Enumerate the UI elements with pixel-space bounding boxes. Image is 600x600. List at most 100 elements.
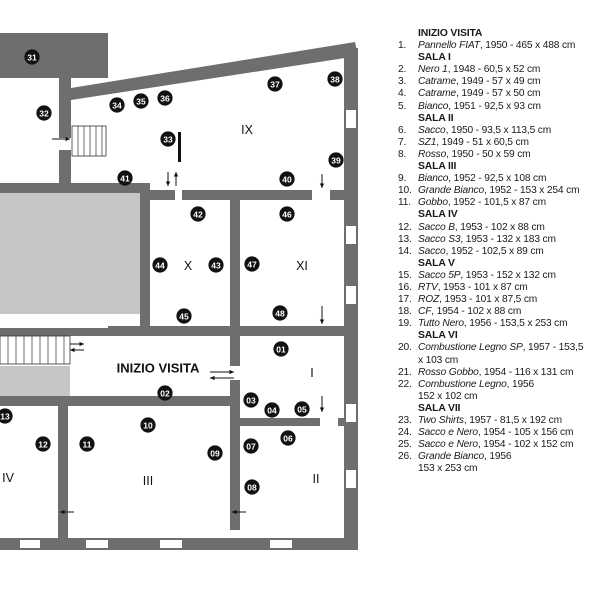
map-marker-number: 10 [143, 421, 153, 431]
legend-section-title: SALA I [418, 52, 451, 64]
map-marker: 33 [160, 131, 176, 147]
legend-item-details: , 1957 - 81,5 x 192 cm [463, 415, 562, 426]
legend-item-number: 3. [398, 76, 407, 88]
room-label-ix: IX [241, 123, 253, 137]
legend-item-title: Nero 1 [418, 64, 448, 76]
direction-arrow [210, 369, 234, 375]
legend-item-title: Pannello FIAT [418, 40, 480, 52]
direction-arrow [319, 396, 325, 412]
legend-item: 8.Rosso, 1950 - 50 x 59 cm [398, 149, 598, 161]
legend-item: 23.Two Shirts, 1957 - 81,5 x 192 cm [398, 415, 598, 427]
map-marker-number: 33 [163, 135, 173, 145]
staircase-bottom [0, 335, 71, 365]
map-marker: 40 [279, 171, 295, 187]
map-marker-number: 42 [193, 210, 203, 220]
legend-item-number: 2. [398, 64, 407, 76]
map-marker: 31 [24, 49, 40, 65]
legend-item: 15.Sacco 5P, 1953 - 152 x 132 cm [398, 270, 598, 282]
display-wall [178, 132, 181, 162]
map-marker-number: 01 [276, 345, 286, 355]
legend-section-title: SALA V [418, 257, 455, 269]
map-marker: 37 [267, 76, 283, 92]
legend-item-number: 8. [398, 148, 407, 160]
legend-item: 19.Tutto Nero, 1956 - 153,5 x 253 cm [398, 318, 598, 330]
legend-item: 24.Sacco e Nero, 1954 - 105 x 156 cm [398, 427, 598, 439]
map-marker: 39 [328, 152, 344, 168]
legend-item-title: Bianco [418, 173, 449, 185]
map-marker-number: 06 [283, 434, 293, 444]
legend-item-number: 16. [398, 281, 412, 293]
map-marker: 05 [294, 401, 310, 417]
direction-arrow [232, 509, 246, 515]
legend-item-title: Grande Bianco [418, 185, 485, 197]
map-marker-number: 35 [136, 97, 146, 107]
legend-item-title: Catrame [418, 88, 457, 100]
map-marker: 38 [327, 71, 343, 87]
legend-item-details: , 1953 - 132 x 183 cm [460, 233, 556, 245]
legend-item-number: 5. [398, 100, 407, 112]
legend-item-details: , 1954 - 102 x 88 cm [431, 306, 522, 318]
legend-item-number: 13. [398, 233, 412, 245]
map-marker-number: 38 [330, 75, 340, 85]
staircase-top [71, 125, 107, 157]
map-marker-number: 37 [270, 80, 280, 90]
legend-item-details: , 1956 - 153,5 x 253 cm [463, 318, 568, 330]
legend-item: 5.Bianco, 1951 - 92,5 x 93 cm [398, 101, 598, 113]
floor-plan: IX X XI I IV III II INIZIO VISITA 313233… [0, 33, 358, 550]
legend-item-title: Tutto Nero [418, 318, 464, 330]
map-marker: 36 [157, 90, 173, 106]
legend-item-number: 10. [398, 185, 412, 197]
legend-item-details: , 1951 - 92,5 x 93 cm [448, 100, 541, 112]
map-marker-number: 04 [267, 406, 277, 416]
map-marker-number: 32 [39, 109, 49, 119]
legend-item-title: RTV [418, 281, 438, 293]
map-marker-number: 12 [38, 440, 48, 450]
map-marker-number: 07 [246, 442, 256, 452]
legend-section-title: SALA II [418, 112, 454, 124]
corridor-lower [0, 366, 70, 396]
legend-item: 12.Sacco B, 1953 - 102 x 88 cm [398, 222, 598, 234]
legend-item-number: 15. [398, 269, 412, 281]
map-marker-number: 45 [179, 312, 189, 322]
map-marker: 42 [190, 206, 206, 222]
corridor-area [0, 192, 140, 314]
map-marker: 12 [35, 436, 51, 452]
map-marker: 13 [0, 408, 13, 424]
legend-item-title: Sacco S3 [418, 233, 461, 245]
map-marker: 32 [36, 105, 52, 121]
map-marker: 41 [117, 170, 133, 186]
legend-item-title: Sacco 5P [418, 269, 461, 281]
legend-item-number: 21. [398, 366, 412, 378]
legend-item-title: Two Shirts [418, 415, 464, 426]
legend-item-number: 1. [398, 40, 407, 52]
legend-item-number: 6. [398, 124, 407, 136]
map-marker-number: 13 [0, 412, 10, 422]
map-marker: 43 [208, 257, 224, 273]
legend-item-details: , 1954 - 105 x 156 cm [477, 427, 574, 439]
room-label-xi: XI [296, 259, 308, 273]
direction-arrow [52, 136, 70, 142]
legend-item-details-cont: x 103 cm [418, 354, 459, 366]
legend-item-number: 18. [398, 306, 412, 318]
legend-item-details: , 1953 - 102 x 88 cm [454, 221, 545, 233]
legend-item-details-cont: 153 x 253 cm [418, 463, 478, 475]
legend-item-number: 25. [398, 439, 412, 451]
room-label-ii: II [313, 472, 320, 486]
map-marker-number: 47 [247, 260, 257, 270]
legend-section-title: SALA VI [418, 330, 458, 342]
map-marker-number: 39 [331, 156, 341, 166]
map-marker: 01 [273, 341, 289, 357]
legend-item: 14.Sacco, 1952 - 102,5 x 89 cm [398, 246, 598, 258]
legend-section-title: INIZIO VISITA [418, 28, 483, 39]
legend-item-title: Sacco e Nero [418, 427, 478, 439]
map-marker: 44 [152, 257, 168, 273]
legend-item: 17.ROZ, 1953 - 101 x 87,5 cm [398, 294, 598, 306]
map-marker-number: 08 [247, 483, 257, 493]
map-marker: 02 [157, 385, 173, 401]
legend-item: 6.Sacco, 1950 - 93,5 x 113,5 cm [398, 125, 598, 137]
legend-item: 18.CF, 1954 - 102 x 88 cm [398, 306, 598, 318]
map-marker-number: 03 [246, 396, 256, 406]
map-marker: 35 [133, 93, 149, 109]
